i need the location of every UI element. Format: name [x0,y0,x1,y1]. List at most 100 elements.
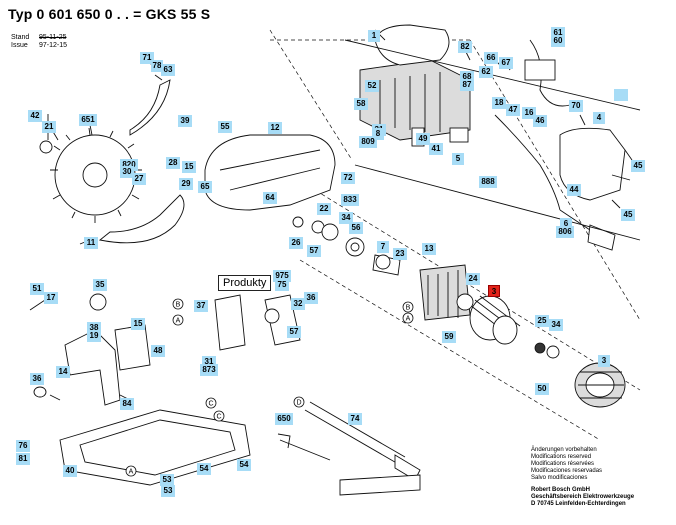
part-callout-809[interactable]: 809 [359,136,377,148]
part-callout-19[interactable]: 19 [87,330,101,342]
part-callout-15[interactable]: 15 [131,318,145,330]
part-callout-63[interactable]: 63 [161,64,175,76]
part-callout-64[interactable]: 64 [263,192,277,204]
depth-bracket [214,294,246,351]
knob [89,293,107,311]
part-callout-3[interactable]: 3 [598,355,610,367]
part-callout-87[interactable]: 87 [460,79,474,91]
part-callout-12[interactable]: 12 [268,122,282,134]
part-callout-36[interactable]: 36 [304,292,318,304]
part-callout-35[interactable]: 35 [93,279,107,291]
part-callout-54[interactable]: 54 [237,459,251,471]
svg-text:A: A [129,469,134,476]
part-callout-15[interactable]: 15 [182,161,196,173]
part-callout-39[interactable]: 39 [178,115,192,127]
products-tooltip: Produkty [218,275,272,291]
field-coil [574,362,626,408]
part-callout-17[interactable]: 17 [44,292,58,304]
part-callout-76[interactable]: 76 [16,440,30,452]
part-callout-44[interactable]: 44 [567,184,581,196]
part-callout-53[interactable]: 53 [160,474,174,486]
part-callout-21[interactable]: 21 [42,121,56,133]
part-callout-57[interactable]: 57 [307,245,321,257]
part-callout-67[interactable]: 67 [499,57,513,69]
cable [529,39,571,107]
part-callout-25[interactable]: 25 [535,315,549,327]
part-callout-70[interactable]: 70 [569,100,583,112]
part-callout-32[interactable]: 32 [291,298,305,310]
part-callout-62[interactable]: 62 [479,66,493,78]
part-callout-40[interactable]: 40 [63,465,77,477]
part-callout-22[interactable]: 22 [317,203,331,215]
part-callout-59[interactable]: 59 [442,331,456,343]
part-callout-60[interactable]: 60 [551,35,565,47]
part-callout-26[interactable]: 26 [289,237,303,249]
part-callout-7[interactable]: 7 [377,241,389,253]
part-callout-49[interactable]: 49 [416,133,430,145]
part-callout-blank[interactable] [614,89,628,101]
part-callout-72[interactable]: 72 [341,172,355,184]
part-callout-16[interactable]: 16 [522,107,536,119]
part-callout-36[interactable]: 36 [30,373,44,385]
part-callout-4[interactable]: 4 [593,112,605,124]
part-callout-28[interactable]: 28 [166,157,180,169]
part-callout-65[interactable]: 65 [198,181,212,193]
part-callout-56[interactable]: 56 [349,222,363,234]
part-callout-34[interactable]: 34 [549,319,563,331]
company-line: D 70745 Leinfelden-Echterdingen [531,501,626,507]
stator [419,264,471,321]
part-callout-55[interactable]: 55 [218,121,232,133]
part-callout-46[interactable]: 46 [533,115,547,127]
part-callout-30[interactable]: 30 [120,166,134,178]
part-callout-806[interactable]: 806 [556,226,574,238]
part-callout-51[interactable]: 51 [30,283,44,295]
part-callout-34[interactable]: 34 [339,212,353,224]
part-callout-24[interactable]: 24 [466,273,480,285]
part-callout-81[interactable]: 81 [16,453,30,465]
part-callout-651[interactable]: 651 [79,114,97,126]
part-callout-873[interactable]: 873 [200,364,218,376]
note-line: Modifications reserved [531,454,592,460]
part-callout-82[interactable]: 82 [458,41,472,53]
part-callout-14[interactable]: 14 [56,366,70,378]
part-callout-47[interactable]: 47 [506,104,520,116]
parallel-guide [304,401,406,466]
notes-block: Änderungen vorbehalten Modifications res… [531,447,634,508]
part-callout-58[interactable]: 58 [354,98,368,110]
part-callout-52[interactable]: 52 [365,80,379,92]
part-callout-84[interactable]: 84 [120,398,134,410]
part-callout-78[interactable]: 78 [151,60,163,72]
part-callout-45[interactable]: 45 [631,160,645,172]
part-callout-71[interactable]: 71 [140,52,154,64]
part-callout-13[interactable]: 13 [422,243,436,255]
note-line: Modificaciones reservadas [531,468,603,474]
part-callout-54[interactable]: 54 [197,463,211,475]
page-title: Typ 0 601 650 0 . . = GKS 55 S [8,6,211,22]
part-callout-1[interactable]: 1 [368,30,380,42]
part-callout-833[interactable]: 833 [341,194,359,206]
part-callout-29[interactable]: 29 [179,178,193,190]
part-callout-66[interactable]: 66 [484,52,498,64]
part-callout-11[interactable]: 11 [84,237,98,249]
svg-text:A: A [176,318,181,325]
part-callout-74[interactable]: 74 [348,413,362,425]
part-callout-37[interactable]: 37 [194,300,208,312]
part-callout-23[interactable]: 23 [393,248,407,260]
part-callout-41[interactable]: 41 [429,143,443,155]
part-callout-75[interactable]: 75 [275,279,289,291]
part-callout-3-highlighted[interactable]: 3 [488,285,500,297]
part-callout-50[interactable]: 50 [535,383,549,395]
part-callout-48[interactable]: 48 [151,345,165,357]
guide-fence [339,474,421,496]
part-callout-53[interactable]: 53 [161,485,175,497]
part-callout-18[interactable]: 18 [492,97,506,109]
part-callout-650[interactable]: 650 [275,413,293,425]
part-callout-45[interactable]: 45 [621,209,635,221]
part-callout-57[interactable]: 57 [287,326,301,338]
part-callout-888[interactable]: 888 [479,176,497,188]
part-callout-5[interactable]: 5 [452,153,464,165]
part-callout-42[interactable]: 42 [28,110,42,122]
bearing [534,342,546,354]
part-callout-27[interactable]: 27 [132,173,146,185]
